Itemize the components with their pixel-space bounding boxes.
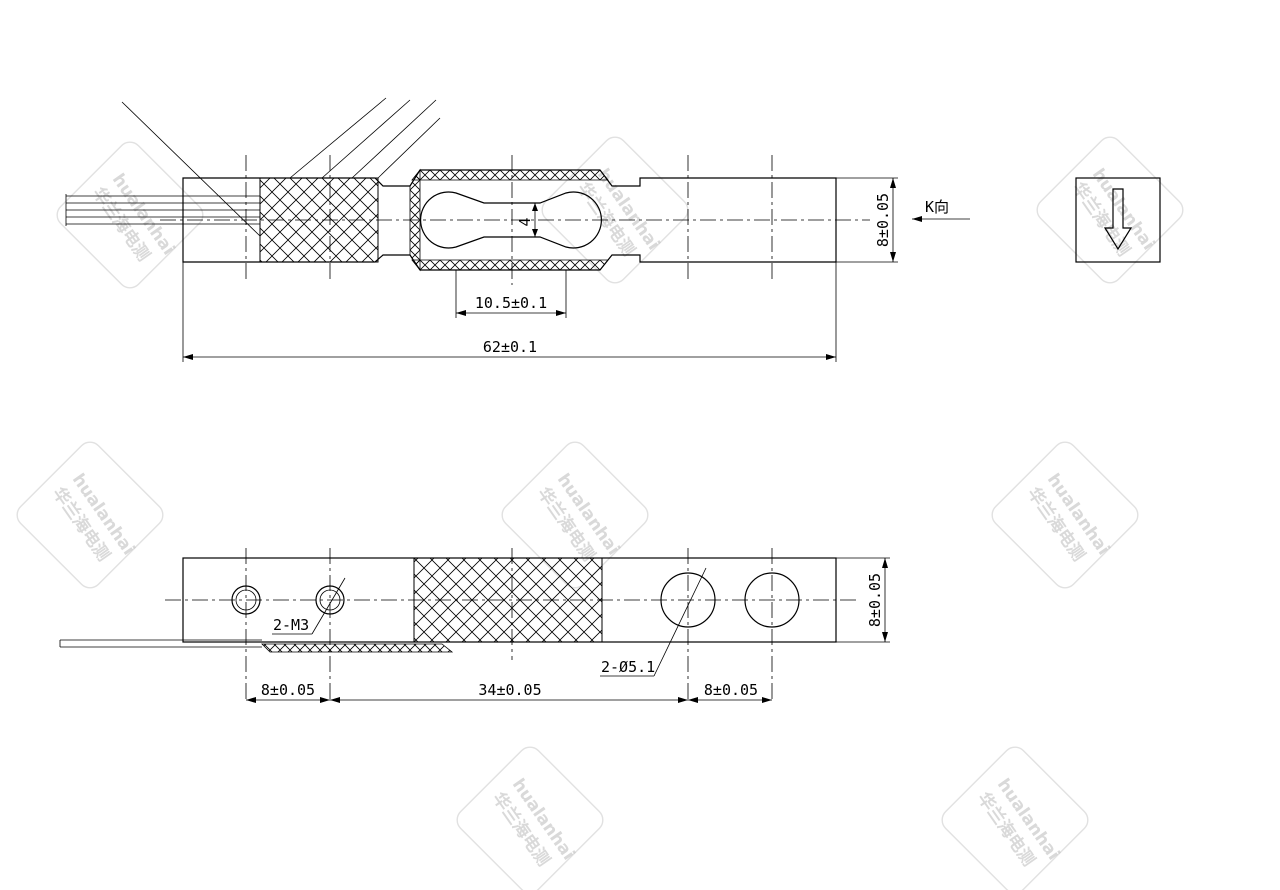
bottom-dimension-chain: 8±0.05 34±0.05 8±0.05 xyxy=(246,681,772,703)
top-height-dimension: 8±0.05 xyxy=(836,177,898,263)
top-height-label: 8±0.05 xyxy=(874,193,892,247)
hatch-strip-top xyxy=(411,169,609,181)
leader-lines xyxy=(121,97,441,237)
hatch-strip-bottom xyxy=(411,259,609,271)
watermark-logo: hualanhai 华兰海电测 xyxy=(456,746,604,890)
watermark-layer: hualanhai 华兰海电测 hualanhai 华兰海电测 hualanha… xyxy=(16,136,1184,890)
total-length-dimension: 62±0.1 xyxy=(182,262,837,362)
down-arrow-icon xyxy=(1103,188,1133,251)
through-holes-callout: 2-Ø5.1 xyxy=(600,567,707,677)
right-spacing-label: 8±0.05 xyxy=(704,681,758,699)
hole-spacing-dimension: 10.5±0.1 xyxy=(455,270,567,318)
watermark-logo: hualanhai 华兰海电测 xyxy=(1036,136,1184,284)
bottom-height-dimension: 8±0.05 xyxy=(836,557,890,643)
center-lines xyxy=(160,155,870,285)
watermark-logo: hualanhai 华兰海电测 xyxy=(991,441,1139,589)
inner-height-dimension: 4 xyxy=(516,203,538,237)
watermark-logo: hualanhai 华兰海电测 xyxy=(56,141,204,289)
hole-spacing-label: 10.5±0.1 xyxy=(475,294,547,312)
bottom-view: 2-M3 2-Ø5.1 8±0.05 34±0.05 8±0.05 xyxy=(59,548,890,703)
left-spacing-label: 8±0.05 xyxy=(261,681,315,699)
cable-wires xyxy=(65,194,260,226)
tapped-holes-callout: 2-M3 xyxy=(272,577,346,635)
bottom-cable xyxy=(59,639,454,653)
top-view: 4 10.5±0.1 62±0.1 8±0.05 xyxy=(65,97,1161,362)
total-length-label: 62±0.1 xyxy=(483,338,537,356)
bottom-height-label: 8±0.05 xyxy=(866,573,884,627)
view-direction-label: K向 xyxy=(925,198,949,216)
view-direction-indicator: K向 xyxy=(912,198,970,222)
watermark-logo: hualanhai 华兰海电测 xyxy=(941,746,1089,890)
middle-spacing-label: 34±0.05 xyxy=(478,681,541,699)
inner-height-label: 4 xyxy=(516,217,534,226)
tapped-holes-label: 2-M3 xyxy=(273,616,309,634)
watermark-logo: hualanhai 华兰海电测 xyxy=(16,441,164,589)
through-holes-label: 2-Ø5.1 xyxy=(601,658,655,676)
k-view-box xyxy=(1075,177,1161,263)
dumbbell-bore xyxy=(419,191,603,249)
bottom-center-lines xyxy=(165,548,858,700)
